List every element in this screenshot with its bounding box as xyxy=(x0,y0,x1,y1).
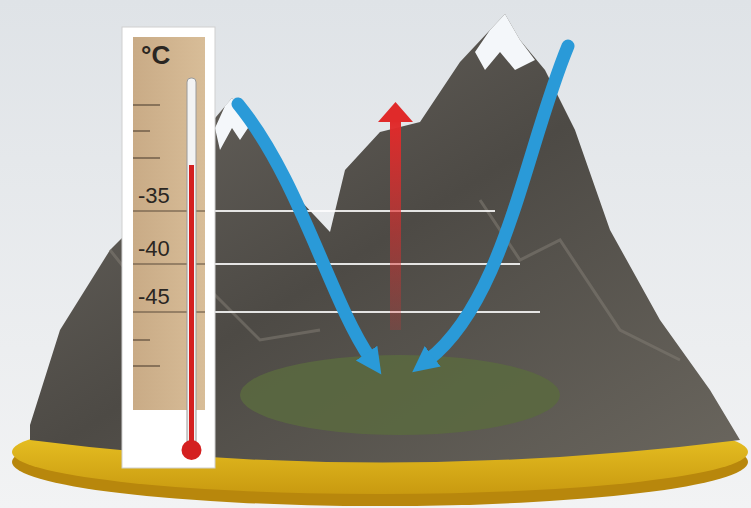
unit-label: °C xyxy=(141,42,170,68)
temperature-value: -40 xyxy=(138,238,170,260)
temperature-value: -35 xyxy=(138,185,170,207)
temperature-value: -45 xyxy=(138,286,170,308)
